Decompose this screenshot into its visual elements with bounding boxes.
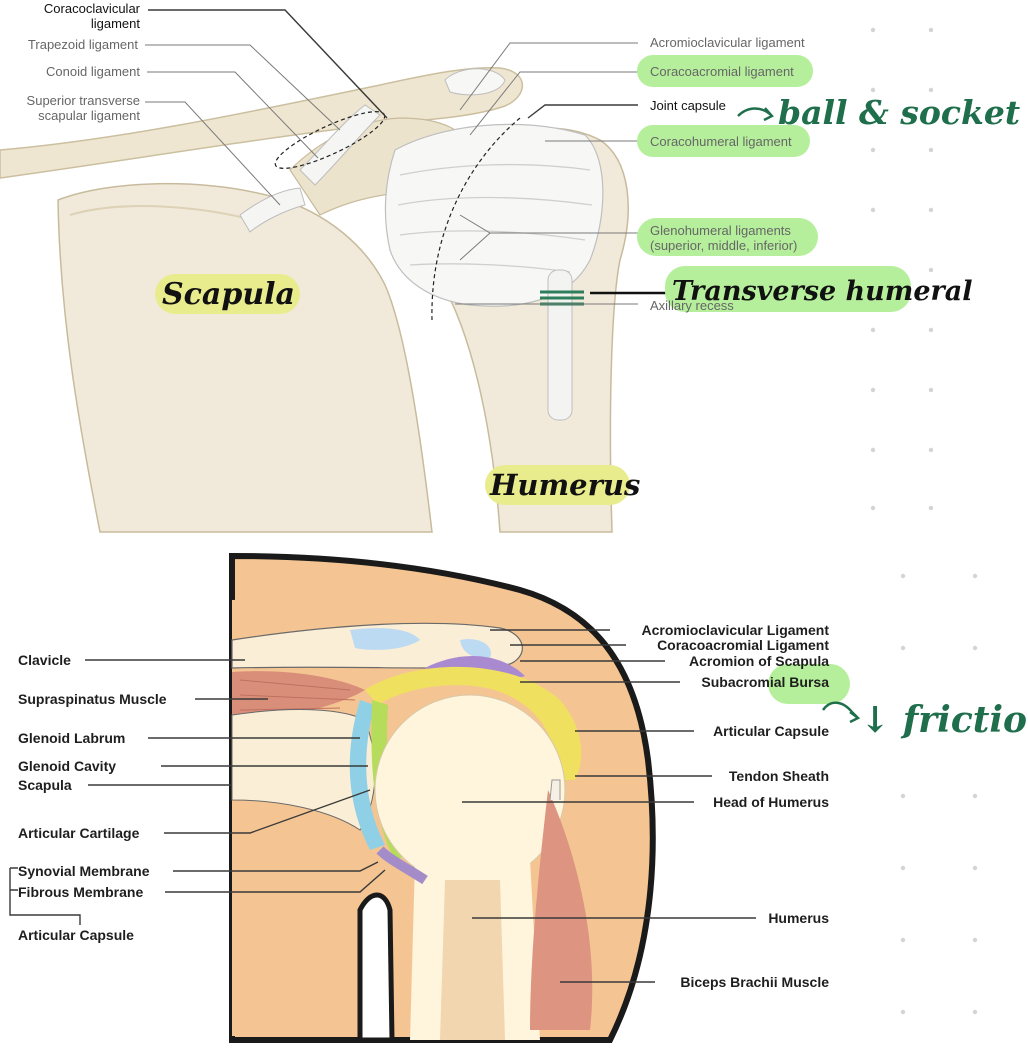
label-superior-transverse-2: scapular ligament (38, 108, 140, 123)
figure1-handwriting: ball & socket Transverse humeral Scapula… (162, 93, 1020, 502)
note-transverse-humeral: Transverse humeral (672, 276, 973, 307)
label-conoid: Conoid ligament (46, 64, 140, 79)
label-superior-transverse-1: Superior transverse (27, 93, 140, 108)
note-ball-socket: ball & socket (778, 93, 1020, 132)
scapula-bone (57, 182, 433, 533)
dot-grid (870, 27, 978, 1015)
label-head-of-humerus: Head of Humerus (713, 794, 829, 810)
clavicle-bone (0, 66, 524, 179)
label-articular-capsule-left: Articular Capsule (18, 927, 134, 943)
label-acromion: Acromion of Scapula (689, 653, 829, 669)
label-coracoacromial-2: Coracoacromial Ligament (657, 637, 829, 653)
figure2-labels: Clavicle Supraspinatus Muscle Glenoid La… (18, 622, 829, 990)
figure2-leaders (9, 629, 756, 983)
label-humerus-2: Humerus (768, 910, 829, 926)
label-glenoid-cavity: Glenoid Cavity (18, 758, 116, 774)
label-subacromial-bursa: Subacromial Bursa (701, 674, 829, 690)
note-humerus: Humerus (489, 468, 640, 502)
label-synovial-membrane: Synovial Membrane (18, 863, 150, 879)
label-coracohumeral: Coracohumeral ligament (650, 134, 792, 149)
note-scapula: Scapula (162, 277, 295, 312)
figure1-highlights (155, 55, 911, 505)
label-glenohumeral-1: Glenohumeral ligaments (650, 223, 791, 238)
label-acromioclavicular-2: Acromioclavicular Ligament (641, 622, 829, 638)
label-coracoclavicular-1: Coracoclavicular (44, 1, 141, 16)
label-trapezoid: Trapezoid ligament (28, 37, 138, 52)
label-articular-cartilage: Articular Cartilage (18, 825, 140, 841)
label-glenohumeral-2: (superior, middle, inferior) (650, 238, 797, 253)
figure1-leaders (145, 9, 668, 305)
label-supraspinatus: Supraspinatus Muscle (18, 691, 167, 707)
figure1-labels: Coracoclavicular ligament Trapezoid liga… (27, 1, 805, 313)
figure1-illustration (0, 66, 629, 533)
label-clavicle: Clavicle (18, 652, 71, 668)
figure2-illustration (229, 552, 656, 1043)
label-articular-capsule-right: Articular Capsule (713, 723, 829, 739)
label-coracoclavicular-2: ligament (91, 16, 141, 31)
note-friction: ↓ friction (860, 699, 1028, 741)
label-biceps: Biceps Brachii Muscle (680, 974, 829, 990)
bursa-highlight (768, 664, 850, 704)
label-tendon-sheath: Tendon Sheath (729, 768, 829, 784)
label-glenoid-labrum: Glenoid Labrum (18, 730, 125, 746)
figure2-handwriting: ↓ friction (822, 699, 1028, 741)
label-joint-capsule: Joint capsule (650, 98, 726, 113)
label-axillary-recess: Axillary recess (650, 298, 734, 313)
label-coracoacromial: Coracoacromial ligament (650, 64, 794, 79)
label-fibrous-membrane: Fibrous Membrane (18, 884, 143, 900)
label-acromioclavicular: Acromioclavicular ligament (650, 35, 805, 50)
label-scapula: Scapula (18, 777, 72, 793)
